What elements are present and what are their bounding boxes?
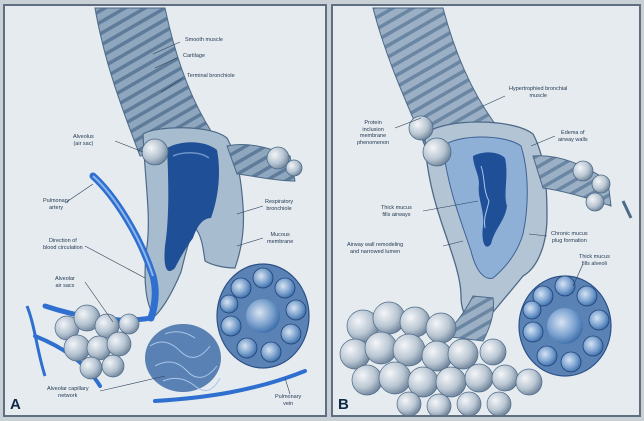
panel-b-asthmatic-airway: Hypertrophied bronchial muscle Protein i…: [331, 4, 641, 417]
mucus-filled-alveolar-sac: [519, 276, 611, 376]
mucus-plug-tail: [623, 201, 631, 218]
label-direction-of-blood-circulation: Direction of blood circulation: [43, 238, 83, 251]
alveolus-sphere: [142, 139, 168, 165]
label-protein-inclusion: Protein inclusion membrane phenomenon: [357, 120, 389, 146]
label-pulmonary-vein: Pulmonary vein: [275, 394, 301, 407]
label-pulmonary-artery: Pulmonary artery: [43, 198, 69, 211]
pulmonary-artery-vessel: [93, 176, 155, 318]
label-alveolar-air-sacs: Alveolar air sacs: [55, 276, 75, 289]
alveolus-sphere-b: [423, 138, 451, 166]
alveolus-small-1: [267, 147, 289, 169]
label-mucous-membrane: Mucous membrane: [267, 232, 293, 245]
capillary-network: [145, 324, 221, 392]
label-thick-mucus-fills-alveoli: Thick mucus fills alveoli: [579, 254, 610, 267]
label-chronic-mucus-plug: Chronic mucus plug formation: [551, 231, 588, 244]
panel-a-normal-airway: Smooth muscle Cartilage Terminal bronchi…: [3, 4, 327, 417]
label-thick-mucus-fills-airways: Thick mucus fills airways: [381, 205, 412, 218]
label-alveolus: Alveolus (air sac): [73, 134, 94, 147]
gray-alveolar-cluster: [340, 302, 542, 417]
label-alveolar-capillary-network: Alveolar capillary network: [47, 386, 89, 399]
panel-letter-a: A: [10, 396, 21, 413]
label-terminal-bronchiole: Terminal bronchiole: [187, 73, 235, 80]
right-alveolar-sac: [217, 264, 309, 368]
label-cartilage: Cartilage: [183, 53, 205, 60]
label-smooth-muscle: Smooth muscle: [185, 37, 223, 44]
label-respiratory-bronchiole: Respiratory bronchiole: [265, 199, 293, 212]
label-edema-of-airway-walls: Edema of airway walls: [558, 130, 588, 143]
panel-letter-b: B: [338, 396, 349, 413]
panel-b-drawing: [333, 6, 641, 417]
label-airway-wall-remodeling: Airway wall remodeling and narrowed lume…: [347, 242, 403, 255]
left-alveolar-cluster: [55, 305, 139, 379]
label-hypertrophied-bronchial-muscle: Hypertrophied bronchial muscle: [509, 86, 567, 99]
alveolus-sphere-b2: [409, 116, 433, 140]
alveolus-small-2: [286, 160, 302, 176]
